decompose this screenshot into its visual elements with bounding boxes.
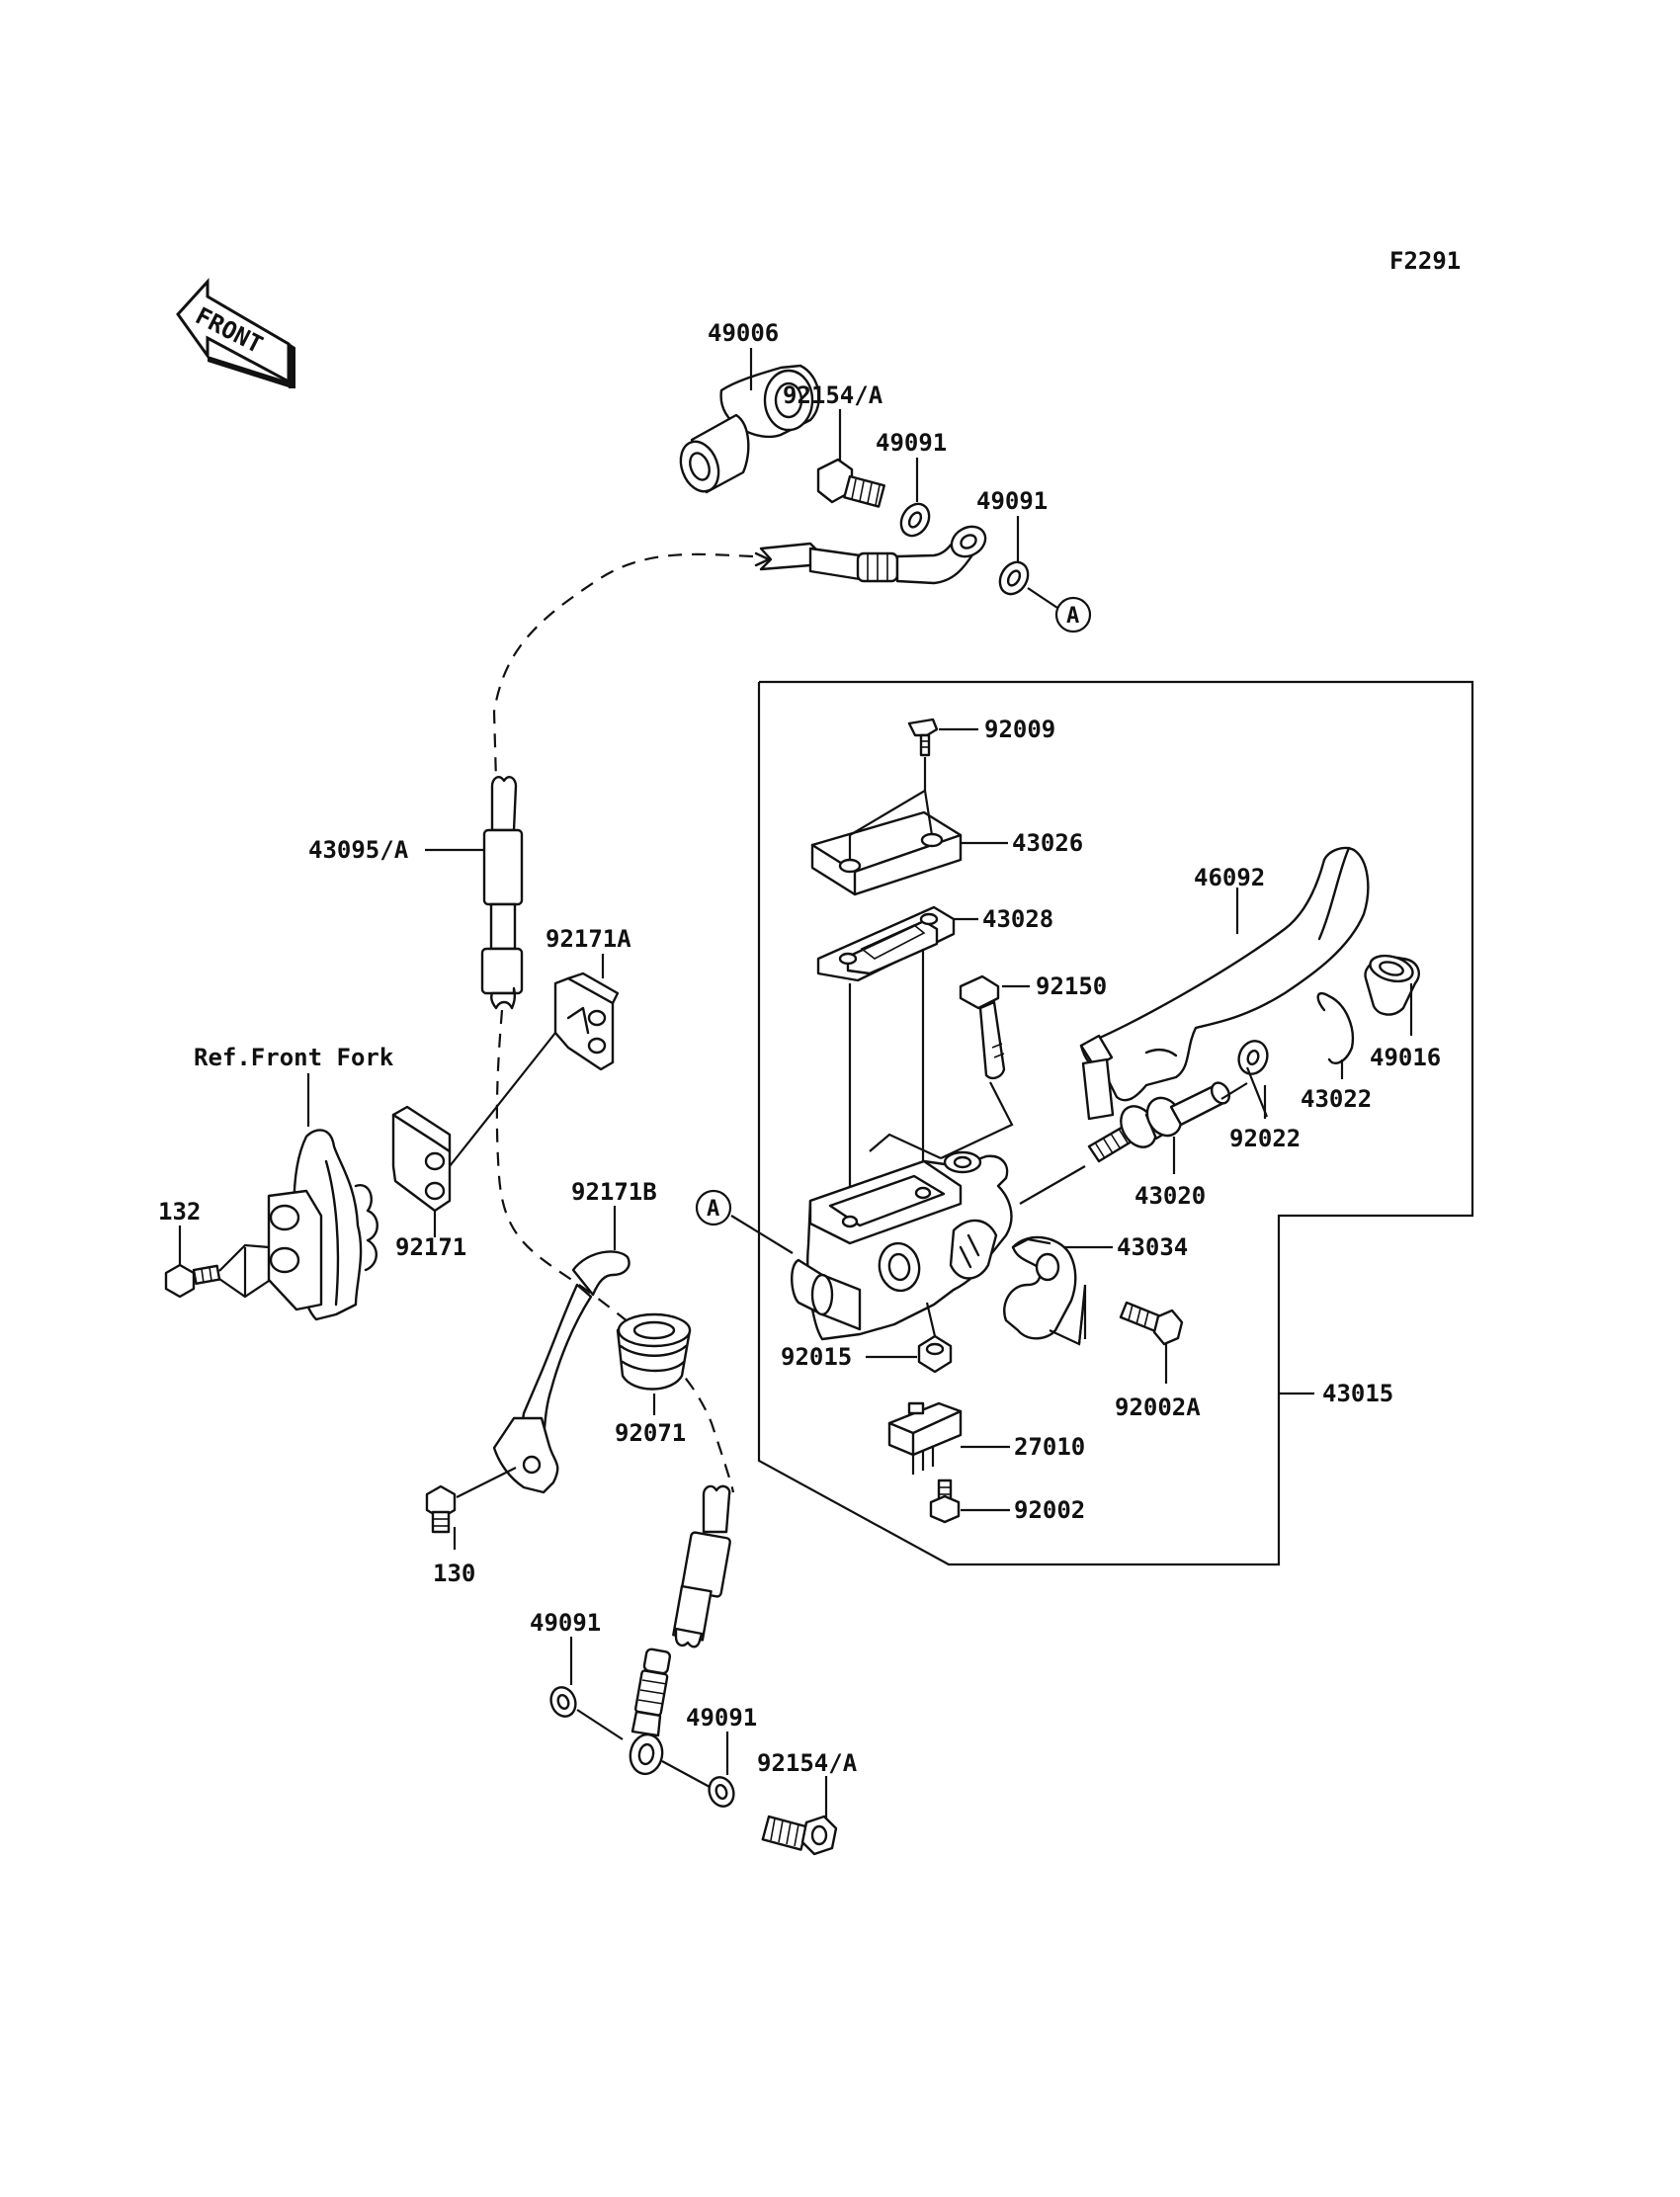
hose-cap-49006 xyxy=(679,364,820,494)
part-label-92071: 92071 xyxy=(615,1419,686,1447)
brake-hose-43095a xyxy=(480,776,524,1010)
front-fork-bracket xyxy=(267,1129,378,1321)
banjo-bolt-top xyxy=(816,458,885,508)
bolt-130 xyxy=(425,1484,457,1534)
washer-bottom-2 xyxy=(708,1776,735,1808)
reservoir-cap-43026 xyxy=(810,810,963,896)
part-label-43022: 43022 xyxy=(1301,1085,1372,1113)
part-label-49091-t2: 49091 xyxy=(976,487,1048,515)
washer-top-1 xyxy=(899,502,931,538)
part-label-92002a: 92002A xyxy=(1115,1394,1201,1421)
part-label-43095a: 43095/A xyxy=(308,836,409,864)
circlip-43022 xyxy=(1316,991,1355,1064)
part-label-92015: 92015 xyxy=(781,1343,852,1371)
bushing-49016 xyxy=(1364,954,1420,1016)
bolt-132 xyxy=(164,1263,221,1299)
pivot-bolt-92150 xyxy=(959,974,1006,1080)
diaphragm-43028 xyxy=(816,905,956,982)
part-label-43015: 43015 xyxy=(1322,1380,1393,1407)
part-label-92009: 92009 xyxy=(984,716,1055,743)
part-label-46092: 46092 xyxy=(1194,864,1265,891)
master-cylinder-body xyxy=(791,1150,1013,1341)
part-label-92171b: 92171B xyxy=(571,1178,657,1206)
part-label-49016: 49016 xyxy=(1370,1044,1441,1071)
screw-92009 xyxy=(907,718,939,757)
washer-bottom-1 xyxy=(549,1686,577,1718)
brake-lever-46092 xyxy=(1079,846,1370,1121)
nut-92015 xyxy=(917,1334,953,1374)
front-arrow-icon: FRONT xyxy=(176,278,295,388)
bolt-92002a xyxy=(1119,1301,1184,1346)
washer-top-2 xyxy=(998,560,1030,596)
piston-43020 xyxy=(1087,1081,1231,1163)
part-label-43034: 43034 xyxy=(1117,1233,1188,1261)
assembly-frame-43015 xyxy=(757,680,1474,1566)
banjo-bolt-bottom xyxy=(761,1815,838,1856)
part-label-49091-b1: 49091 xyxy=(530,1609,601,1637)
part-label-92154a-top: 92154/A xyxy=(783,381,883,409)
part-label-130: 130 xyxy=(433,1560,475,1587)
part-label-43028: 43028 xyxy=(982,905,1053,933)
part-label-92022: 92022 xyxy=(1229,1125,1301,1152)
washer-92022 xyxy=(1237,1040,1269,1075)
ref-marker-a-top: A xyxy=(1054,596,1092,634)
part-label-92154a-bot: 92154/A xyxy=(757,1749,858,1777)
part-label-49006: 49006 xyxy=(708,319,779,347)
svg-text:A: A xyxy=(707,1197,719,1222)
clamp-92171 xyxy=(391,1105,452,1213)
svg-text:A: A xyxy=(1066,604,1079,629)
clamp-92171a xyxy=(553,972,620,1071)
screw-92002 xyxy=(929,1479,961,1524)
clip-92171b xyxy=(492,1250,630,1494)
part-label-92171a: 92171A xyxy=(546,925,631,953)
part-label-132: 132 xyxy=(158,1198,201,1225)
brake-hose-top-end xyxy=(754,525,987,585)
clamp-43034 xyxy=(1003,1235,1077,1340)
part-label-49091-t1: 49091 xyxy=(876,429,947,457)
part-label-92171: 92171 xyxy=(395,1233,466,1261)
ref-label-front-fork: Ref.Front Fork xyxy=(194,1044,394,1071)
part-label-49091-b2: 49091 xyxy=(686,1704,757,1732)
brake-hose-bottom-end xyxy=(629,1484,731,1776)
figure-code: F2291 xyxy=(1389,247,1461,275)
ref-marker-a-cylinder: A xyxy=(695,1189,732,1226)
brake-switch-27010 xyxy=(887,1401,963,1475)
part-label-92002: 92002 xyxy=(1014,1496,1085,1524)
part-label-92150: 92150 xyxy=(1036,972,1107,1000)
grommet-92071 xyxy=(616,1312,692,1391)
part-label-43020: 43020 xyxy=(1134,1182,1206,1210)
part-label-27010: 27010 xyxy=(1014,1433,1085,1461)
part-label-43026: 43026 xyxy=(1012,829,1083,857)
